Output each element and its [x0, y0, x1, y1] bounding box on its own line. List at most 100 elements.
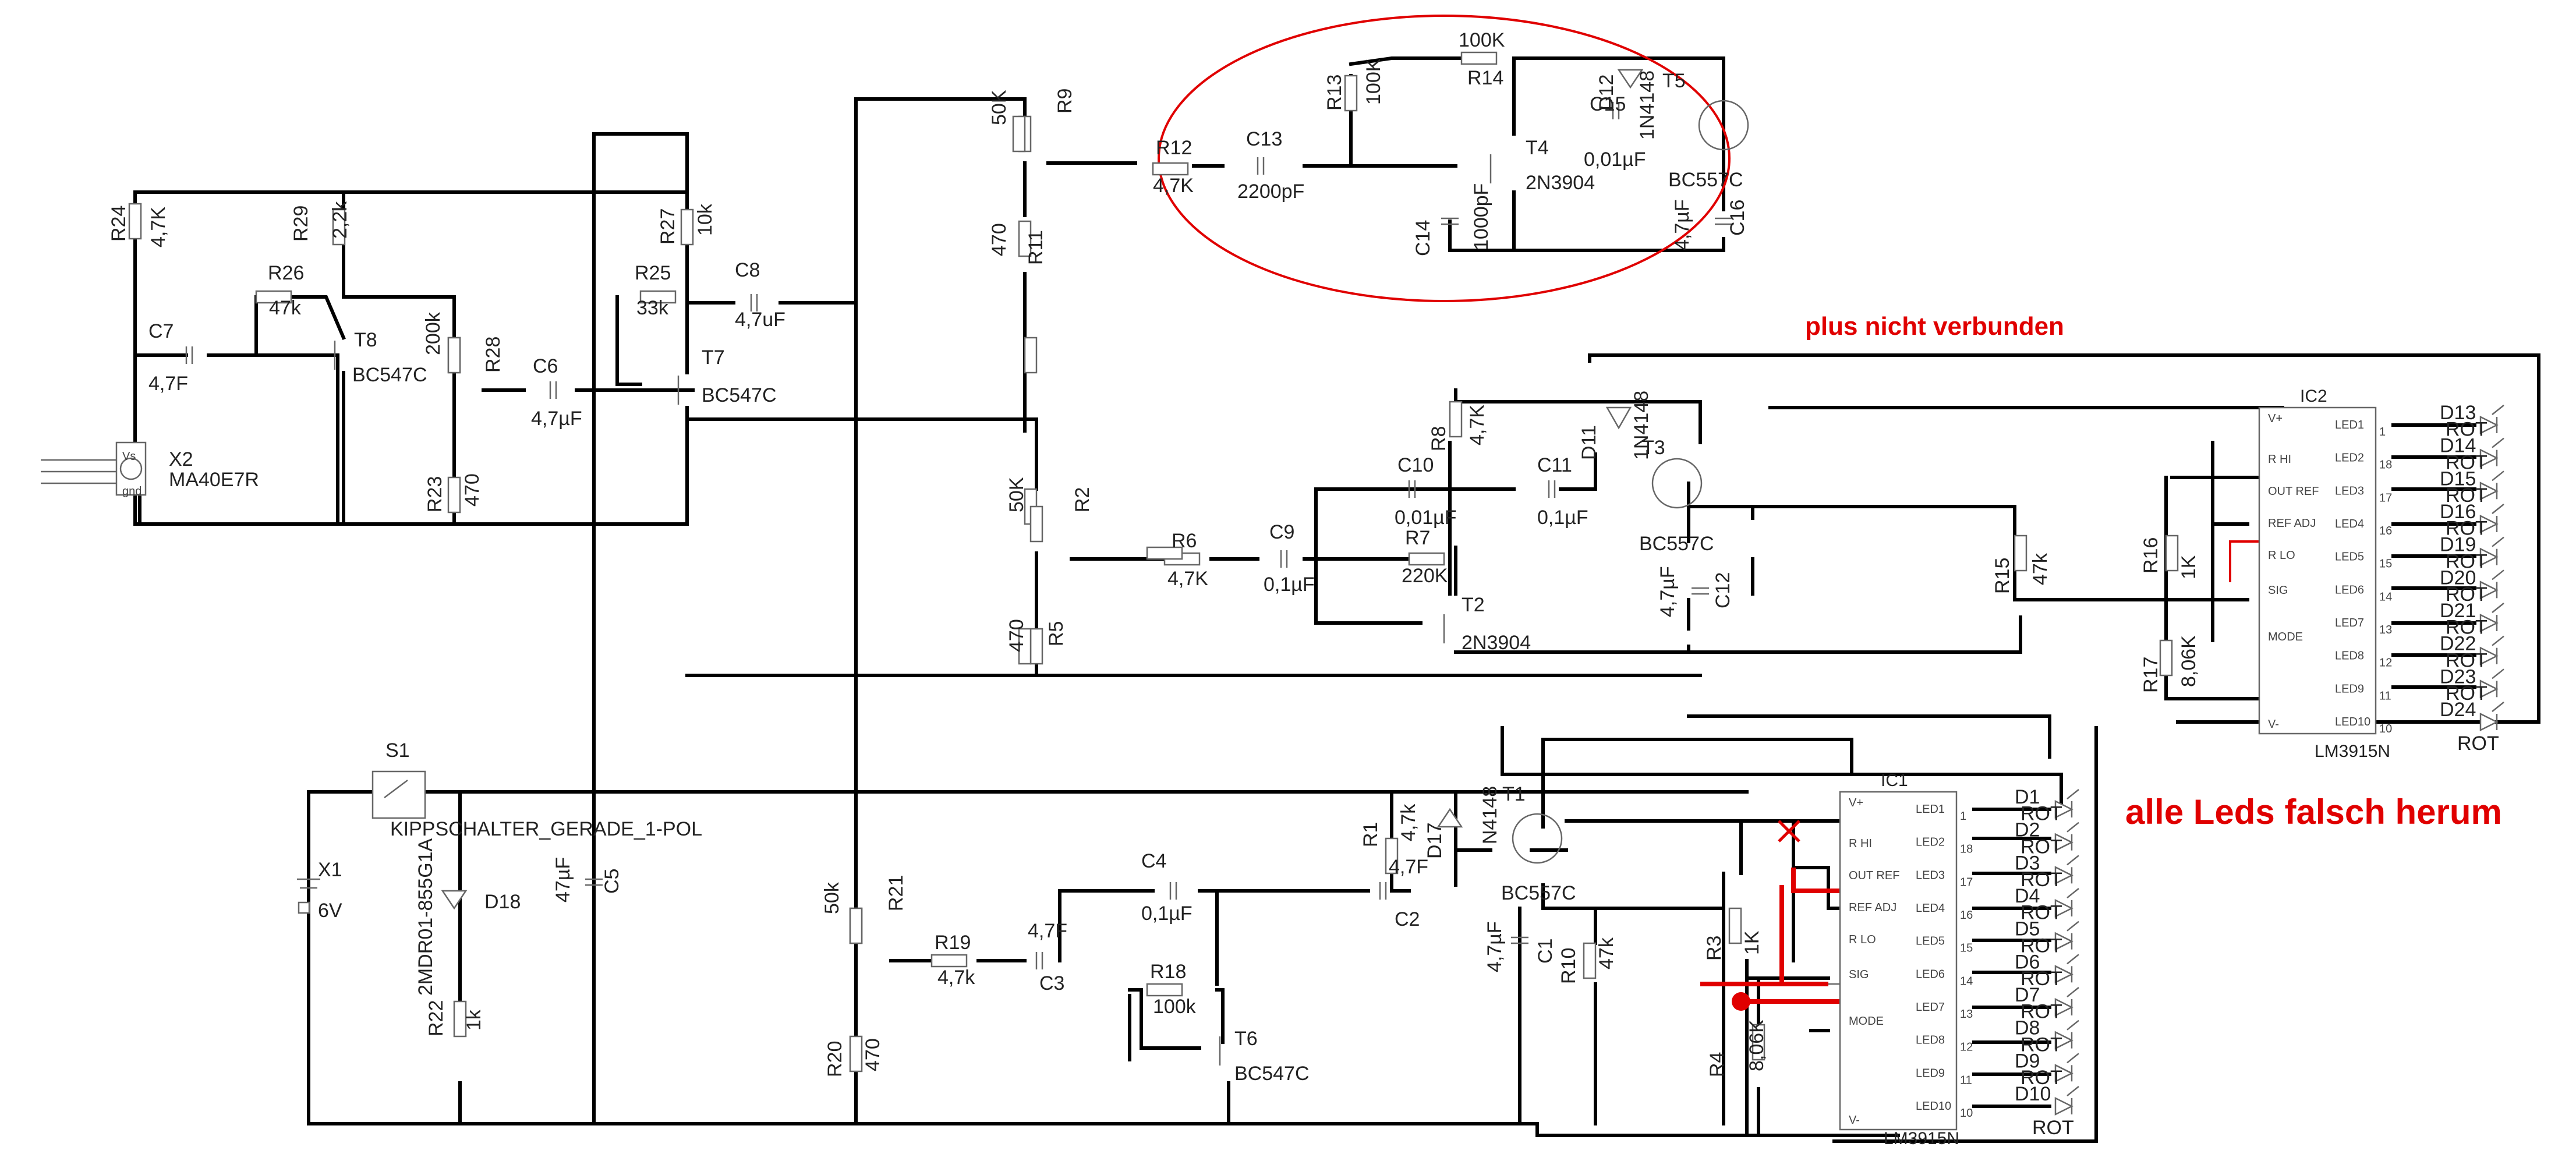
- R23-ref: R23: [424, 476, 446, 512]
- T6-ref: T6: [1234, 1028, 1258, 1050]
- led-ref: D13: [2440, 402, 2476, 424]
- led-symbol: [2479, 448, 2499, 468]
- led-symbol: [2479, 514, 2499, 534]
- led-value: ROT: [2446, 583, 2487, 606]
- ic2-labels: IC2 LM3915N: [2300, 387, 2390, 761]
- ic-pin-number: 17: [1960, 876, 1973, 889]
- C10-value: 0,01µF: [1395, 507, 1457, 529]
- ic-pin-sig: SIG: [2268, 584, 2288, 597]
- C5-value: 47µF: [552, 857, 574, 902]
- led-symbol: [2054, 799, 2073, 819]
- ic1-led-array: D1D2ROTD3ROTD4ROTD5ROTD6ROTD7ROTD8ROTD9R…: [2015, 786, 2079, 1139]
- R1-value: 4,7k: [1397, 804, 1420, 841]
- led-symbol: [2054, 833, 2073, 852]
- ic-pin-ref-adj: REF ADJ: [1849, 901, 1896, 914]
- R12-value: 4,7K: [1153, 175, 1194, 197]
- R28-value: 200k: [422, 312, 444, 355]
- highlight-ellipse: [1158, 15, 1731, 302]
- ic-pin-mode: MODE: [1849, 1015, 1884, 1028]
- X1-ref: X1: [318, 859, 342, 881]
- C13-value: 2200pF: [1237, 180, 1304, 203]
- R17-ref: R17: [2140, 657, 2162, 693]
- C11-ref: C11: [1537, 454, 1572, 476]
- R3-ref: R3: [1703, 936, 1725, 961]
- led-ref: D14: [2440, 435, 2476, 457]
- C6-value: 4,7µF: [531, 408, 582, 430]
- led-symbol: [2479, 613, 2499, 633]
- C12-value: 4,7µF: [1657, 566, 1679, 617]
- ic1-name: IC1: [1881, 771, 1908, 790]
- ic-pin-led: LED7: [1916, 1001, 1945, 1014]
- R6-ref: R6: [1172, 530, 1197, 552]
- led-emission-arrow: [2492, 603, 2504, 613]
- R22-ref: R22: [425, 1000, 447, 1036]
- D12-value: 1N4148: [1636, 70, 1658, 140]
- T2-ref: T2: [1462, 594, 1485, 616]
- R21-ref: R21: [885, 875, 907, 911]
- ic-pin-number: 16: [1960, 909, 1973, 922]
- C1-value: 4,7µF: [1484, 921, 1506, 972]
- ic-pin-number: 16: [2379, 525, 2392, 537]
- R2-value: 50K: [1006, 477, 1028, 512]
- D18-ref: D18: [484, 891, 521, 913]
- ic-pin-out-ref: OUT REF: [1849, 869, 1899, 882]
- led-emission-arrow: [2067, 789, 2079, 799]
- led-symbol: [2479, 482, 2499, 501]
- ic-pin-led: LED3: [1916, 869, 1945, 882]
- D17-value: N4148: [1479, 786, 1501, 844]
- led-symbol: [2054, 997, 2073, 1017]
- T8-ref: T8: [354, 329, 377, 351]
- ic-pin-number: 12: [1960, 1041, 1973, 1054]
- led-value: ROT: [2446, 451, 2487, 473]
- ic-pin-number: 1: [1960, 810, 1966, 823]
- ic2-lm3915: [2258, 406, 2377, 735]
- red-wire: [1791, 868, 1840, 893]
- led-emission-arrow: [2492, 405, 2504, 415]
- ic-pin-led: LED8: [2335, 650, 2364, 663]
- ic2-led-array: D13D14ROTD15ROTD16ROTD19ROTD20ROTD21ROTD…: [2440, 402, 2504, 755]
- led-value: ROT: [2446, 617, 2487, 639]
- led-symbol: [2054, 965, 2073, 984]
- ic-pin-number: 1: [2379, 426, 2386, 438]
- led-ref: D20: [2440, 567, 2476, 589]
- led-emission-arrow: [2067, 1053, 2079, 1064]
- R16-ref: R16: [2140, 537, 2162, 574]
- C8-value: 4,7uF: [735, 309, 785, 331]
- C10-ref: C10: [1397, 454, 1434, 476]
- R5-ref: R5: [1045, 621, 1067, 646]
- ic-pin-r-lo: R LO: [1849, 933, 1876, 946]
- D17-ref: D17: [1424, 823, 1446, 859]
- led-value: ROT: [2021, 1001, 2062, 1023]
- led-ref: D7: [2015, 984, 2040, 1006]
- R13-ref: R13: [1324, 75, 1346, 111]
- R8-value: 4,7K: [1466, 405, 1488, 445]
- T2-value: 2N3904: [1462, 632, 1531, 654]
- R4-value: 8,06K: [1746, 1020, 1768, 1071]
- led-emission-arrow: [2492, 702, 2504, 712]
- component-labels: R24 4,7K R29 2,2k R26 47k T8 BC547C C7 4…: [108, 29, 2200, 1085]
- annotation-plus-not-connected: plus nicht verbunden: [1805, 312, 2064, 341]
- R14-value: 100K: [1459, 29, 1505, 51]
- led-value: ROT: [2446, 649, 2487, 671]
- led-ref: D22: [2440, 633, 2476, 655]
- R28-ref: R28: [482, 337, 504, 373]
- ic-pin-led: LED8: [1916, 1034, 1945, 1047]
- ic-pin-number: 11: [1960, 1074, 1972, 1086]
- T3-ref: T3: [1642, 437, 1665, 459]
- T1-ref: T1: [1502, 783, 1526, 805]
- led-ref: D16: [2440, 501, 2476, 523]
- R9-ref: R9: [1054, 89, 1076, 114]
- ic-pin-led: LED1: [2335, 419, 2364, 431]
- ic-pin-mode: MODE: [2268, 631, 2303, 643]
- led-emission-arrow: [2492, 569, 2504, 580]
- ic-pin-led: LED5: [1916, 935, 1945, 948]
- ic-pin-sig: SIG: [1849, 968, 1869, 981]
- C16-value: 4,7µF: [1671, 199, 1693, 250]
- ic1-part: LM3915N: [1884, 1129, 1959, 1148]
- led-emission-arrow: [2492, 470, 2504, 482]
- S1-ref: S1: [385, 739, 410, 762]
- led-emission-arrow: [2492, 437, 2504, 448]
- R26-value: 47k: [269, 297, 302, 319]
